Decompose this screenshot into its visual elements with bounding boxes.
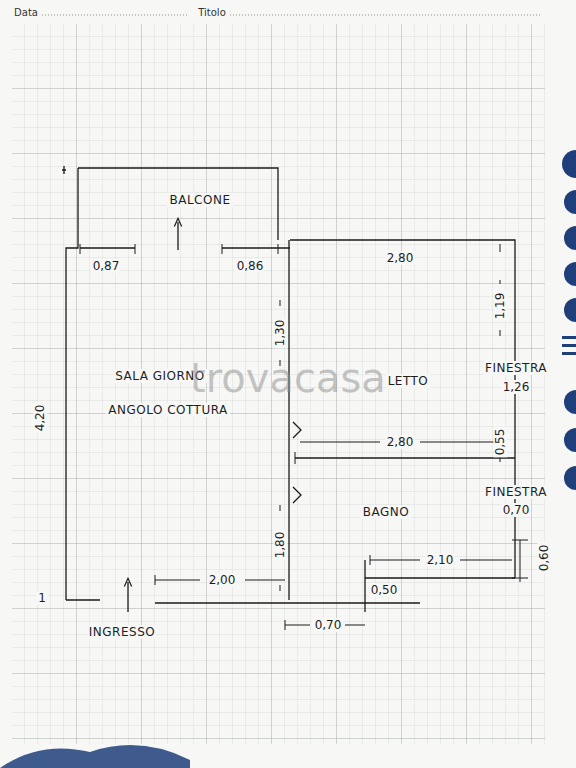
dimension-ticks [36,244,528,630]
dimension: 2,80 [385,435,416,449]
header-field: Data [12,7,40,19]
dimension: 0,60 [537,543,551,574]
room-name: BALCONE [167,193,232,207]
dimension: 0,86 [235,259,266,273]
header-field: Titolo [196,7,228,19]
dimension: 0,50 [369,583,400,597]
room-name: ANGOLO COTTURA [106,403,230,417]
room-name: BAGNO [361,505,411,519]
dimension: 0,87 [91,259,122,273]
window-label: FINESTRA [483,485,549,499]
dimension: 1,30 [273,318,287,349]
brand-marks [0,150,576,768]
room-name: LETTO [386,374,431,388]
grid-fine [12,24,545,744]
dimension: 1,19 [493,291,507,322]
callout-number: 1 [36,591,48,605]
arrows [128,222,301,612]
dimension: 0,70 [313,618,344,632]
dimension: 1,80 [273,530,287,561]
dimension: 2,10 [425,553,456,567]
dimension: 1,26 [501,380,532,394]
dimension: 4,20 [33,403,47,434]
grid-major [12,24,545,744]
walls [62,166,515,612]
entrance-label: INGRESSO [87,625,157,639]
dimension: 2,00 [207,573,238,587]
window-label: FINESTRA [483,361,549,375]
dimension: 2,80 [385,251,416,265]
watermark: trovacasa [188,357,388,399]
dimension: 0,70 [501,503,532,517]
header-rules [42,15,540,16]
dimension: 0,55 [493,427,507,458]
